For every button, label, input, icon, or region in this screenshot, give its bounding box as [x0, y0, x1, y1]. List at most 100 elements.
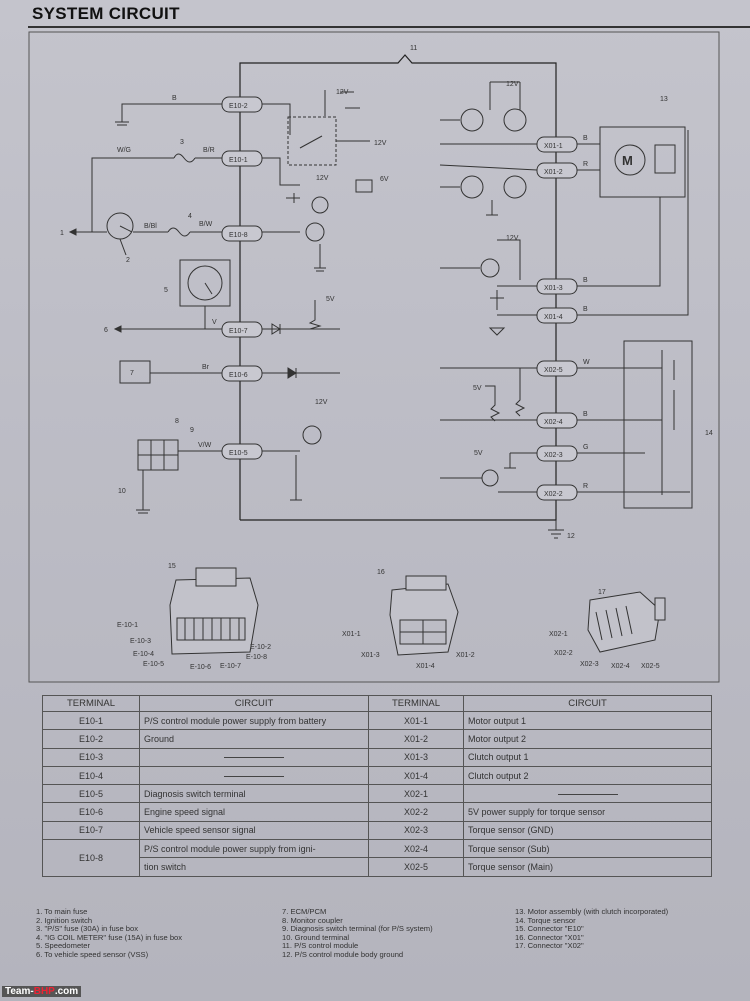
connector-17-latch: [654, 597, 666, 621]
cell-circuit: Engine speed signal: [139, 802, 369, 822]
torque-sensor-box: [623, 340, 693, 509]
legend-item: 1. To main fuse: [36, 907, 88, 916]
voltage-12v-d: 12V: [315, 399, 328, 406]
c15-label-3: E-10-3: [130, 638, 151, 645]
c17-label-3: X02-3: [580, 661, 599, 668]
cell-circuit: Torque sensor (Main): [463, 857, 712, 877]
wire-label-b: B: [172, 95, 177, 102]
wire-label-bbl: B/Bl: [144, 223, 157, 230]
callout-9: 9: [190, 427, 194, 434]
cell-circuit: Clutch output 1: [463, 747, 712, 767]
cell-circuit: Torque sensor (GND): [463, 820, 712, 841]
internal-wiring-e10-5: [262, 450, 302, 501]
callout-6: 6: [104, 327, 108, 334]
diode-1: [286, 193, 300, 203]
unused-dash: [557, 793, 618, 795]
cell-terminal: X02-5: [368, 857, 464, 877]
voltage-12v-f: 12V: [506, 235, 519, 242]
wire-label-g: G: [583, 444, 588, 451]
cell-terminal: E10-7: [42, 820, 140, 841]
torque-sub-resistor: [485, 385, 501, 422]
table-row: E10-1 P/S control module power supply fr…: [42, 710, 712, 731]
wire-label-b5: B: [583, 411, 588, 418]
motor-wires: [577, 130, 689, 316]
connector-x01-3-label: X01-3: [544, 285, 563, 292]
table-header-row: TERMINAL CIRCUIT TERMINAL CIRCUIT: [42, 695, 712, 712]
diode-e10-6: [287, 367, 297, 379]
callout-2-leader: [119, 238, 127, 256]
legend-item: 9. Diagnosis switch terminal (for P/S sy…: [282, 924, 433, 934]
ecm-box: [119, 360, 151, 384]
connector-16-pins: [400, 620, 446, 644]
table-row: E10-4 X01-4 Clutch output 2: [42, 765, 712, 786]
torque-sensor-internal: [661, 350, 675, 495]
table-row: E10-7 Vehicle speed sensor signal X02-3 …: [42, 820, 712, 841]
connector-e10-6-label: E10-6: [229, 372, 248, 379]
legend-item: 5. Speedometer: [36, 941, 91, 951]
legend-item: 10. Ground terminal: [282, 932, 350, 942]
callout-11: 11: [410, 45, 417, 52]
legend-item: 14. Torque sensor: [515, 915, 576, 925]
c17-label-4: X02-4: [611, 663, 630, 670]
right-connector-group: X01-1 X01-2 X01-3 X01-4 X02-5 X02-4 X02-…: [536, 136, 578, 501]
c15-label-5: E-10-5: [143, 661, 164, 668]
clutch-wiring: [440, 239, 521, 336]
callout-10: 10: [118, 488, 126, 495]
c16-label-4: X01-4: [416, 663, 435, 670]
voltage-5v-b: 5V: [473, 385, 482, 392]
internal-wiring-1: [262, 103, 300, 186]
voltage-5v-c: 5V: [474, 450, 483, 457]
watermark-c: .com: [54, 986, 79, 997]
c15-label-7: E-10-7: [220, 663, 241, 670]
cell-terminal: E10-5: [42, 784, 140, 804]
internal-wiring-2: [324, 90, 360, 116]
legend-item: 4. "IG COIL METER" fuse (15A) in fuse bo…: [36, 932, 183, 942]
cell-terminal: X01-4: [368, 765, 464, 786]
mosfet-4: [503, 175, 527, 199]
wire-label-r2: R: [583, 483, 588, 490]
torque-supply-wires: [440, 452, 537, 493]
connector-x01-4-label: X01-4: [544, 314, 563, 321]
callout-5: 5: [164, 287, 168, 294]
cell-circuit: Ground: [139, 729, 369, 749]
wire-e10-2: [121, 103, 222, 122]
cell-terminal: E10-6: [42, 802, 140, 822]
ignition-key: [119, 225, 133, 233]
callout-15: 15: [168, 563, 176, 570]
bridge-wiring: [439, 119, 538, 216]
cell-terminal: E10-8: [42, 839, 140, 877]
mosfet-3: [460, 175, 484, 199]
transistor-5v: [481, 469, 499, 487]
connector-x01-1-label: X01-1: [544, 143, 563, 150]
pullup-resistor: [308, 300, 322, 330]
legend-item: 16. Connector "X01": [515, 932, 584, 942]
header-circuit-2: CIRCUIT: [463, 695, 712, 712]
legend-item: 2. Ignition switch: [36, 915, 93, 925]
connector-e10-7-label: E10-7: [229, 328, 248, 335]
speedometer-dial: [187, 265, 223, 301]
terminal-table: TERMINAL CIRCUIT TERMINAL CIRCUIT E10-1 …: [42, 695, 712, 877]
wire-label-w: W: [583, 359, 590, 366]
torque-main-wire: [440, 367, 537, 417]
connector-e10-8-label: E10-8: [229, 232, 248, 239]
callout-4: 4: [188, 213, 192, 220]
legend-item: 13. Motor assembly (with clutch incorpor…: [515, 907, 669, 916]
connector-x02-4-label: X02-4: [544, 419, 563, 426]
clutch-output-wires: [497, 285, 537, 316]
cell-circuit-unused: [139, 747, 369, 767]
connector-15-body: [169, 577, 259, 655]
table-row: E10-2 Ground X01-2 Motor output 2: [42, 729, 712, 749]
voltage-5v-a: 5V: [326, 296, 335, 303]
legend-item: 8. Monitor coupler: [282, 915, 343, 925]
header-circuit-1: CIRCUIT: [139, 695, 369, 712]
legend-item: 11. P/S control module: [282, 941, 359, 951]
legend-col-2: 7. ECM/PCM 8. Monitor coupler 9. Diagnos…: [282, 907, 433, 960]
c16-label-2: X01-2: [456, 652, 475, 659]
header-terminal-2: TERMINAL: [368, 695, 464, 712]
cell-terminal: X02-1: [368, 784, 464, 804]
cell-circuit: Vehicle speed sensor signal: [139, 820, 369, 841]
voltage-12v-a: 12V: [336, 89, 349, 96]
connector-15-cavities: [176, 617, 246, 641]
transistor-clutch: [480, 258, 500, 278]
internal-wiring-e10-6: [262, 368, 340, 378]
